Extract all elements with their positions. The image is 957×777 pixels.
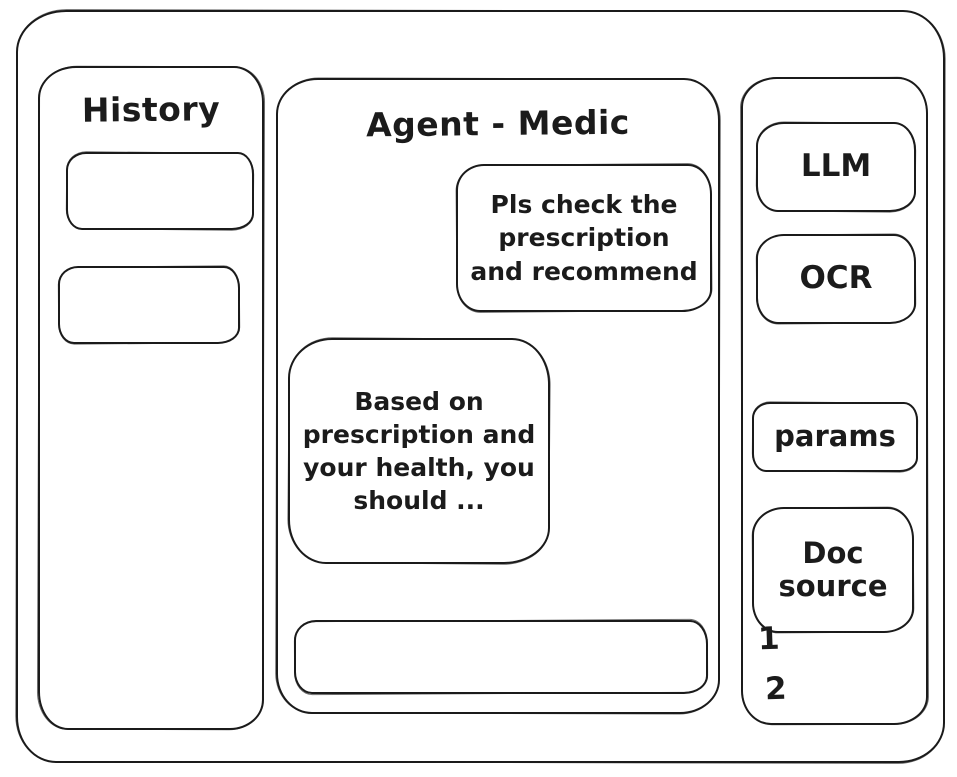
message-user: Pls check the prescription and recommend (456, 164, 712, 312)
history-item[interactable] (58, 266, 240, 344)
params-button[interactable]: params (752, 402, 918, 472)
chat-panel: Agent - Medic Pls check the prescription… (276, 78, 720, 714)
tools-panel: LLM OCR params Doc source 1 2 (741, 77, 928, 725)
message-input-box (294, 620, 708, 694)
llm-button[interactable]: LLM (756, 122, 916, 212)
params-button-label: params (774, 419, 896, 454)
message-assistant: Based on prescription and your health, y… (288, 338, 550, 564)
ocr-button-label: OCR (799, 260, 873, 297)
doc-source-button[interactable]: Doc source (752, 507, 914, 633)
app-frame: History Agent - Medic Pls check the pres… (16, 10, 945, 763)
history-title: History (81, 89, 221, 130)
doc-source-item-1[interactable]: 1 (757, 620, 781, 658)
chat-title: Agent - Medic (365, 102, 631, 145)
message-text: Based on prescription and your health, y… (302, 386, 536, 516)
history-item[interactable] (66, 152, 254, 230)
doc-source-button-label: Doc source (778, 535, 888, 603)
ocr-button[interactable]: OCR (756, 234, 916, 324)
llm-button-label: LLM (800, 148, 872, 185)
message-text: Pls check the prescription and recommend (470, 190, 698, 286)
doc-source-item-2[interactable]: 2 (764, 670, 788, 708)
message-input[interactable] (296, 622, 706, 692)
history-panel: History (38, 66, 264, 730)
